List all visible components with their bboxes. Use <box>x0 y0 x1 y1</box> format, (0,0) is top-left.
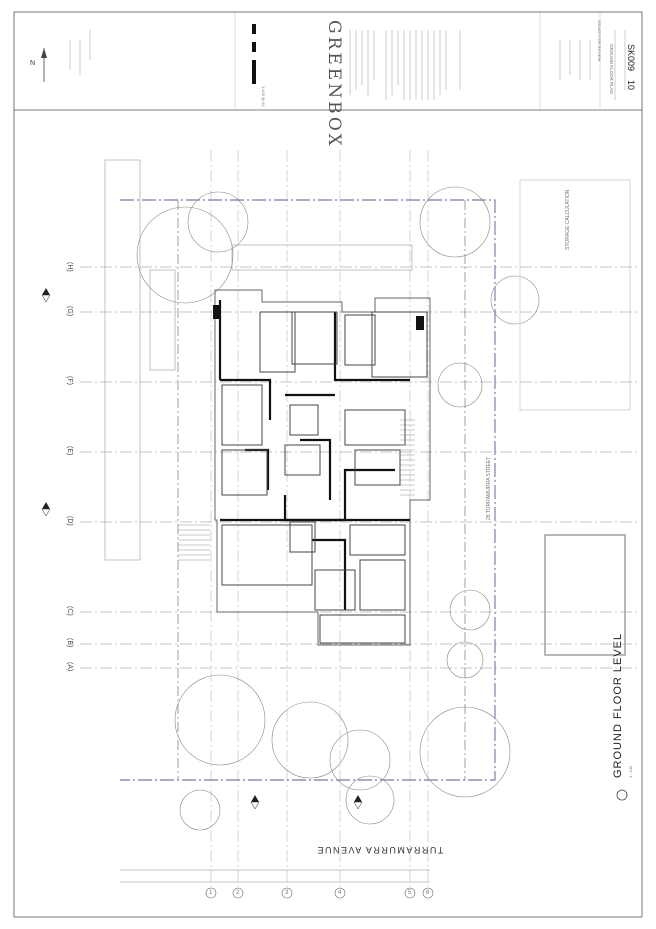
company-logo: GREENBOX <box>324 20 344 149</box>
grid-number-2: 2 <box>236 890 240 896</box>
grid-number-4: 4 <box>338 890 342 896</box>
grid-label-f: (F) <box>66 376 73 385</box>
grid-label-b: (B) <box>66 638 73 648</box>
grid-label-h: (H) <box>66 262 73 272</box>
grid-label-d: (D) <box>66 516 73 526</box>
street-name-bottom: TURRAMURRA AVENUE <box>316 845 444 855</box>
revision-number: 10 <box>626 80 636 91</box>
grid-number-3: 3 <box>285 890 289 896</box>
doc-status: ISSUED FOR REVIEW <box>597 20 602 62</box>
grid-label-c: (C) <box>66 606 73 616</box>
level-scale: 1 : 100 <box>628 765 633 778</box>
drawing-number: SK009 <box>626 44 636 72</box>
grid-label-e: (E) <box>66 446 73 456</box>
north-label: N <box>30 60 36 67</box>
storage-calc-title: STORAGE CALCULATION <box>565 189 571 250</box>
north-arrow-icon <box>41 48 47 82</box>
sheet-title: GROUND FLOOR PLAN <box>609 44 614 94</box>
grid-label-a: (A) <box>66 662 73 672</box>
grid-number-1: 1 <box>209 890 213 896</box>
scale-note: 1:100 @ A1 <box>261 86 266 107</box>
grid-label-g: (G) <box>66 306 73 317</box>
level-title: GROUND FLOOR LEVEL <box>612 632 624 778</box>
grid-number-5: 5 <box>408 890 412 896</box>
street-name-right: 28 TURRAMURRA STREET <box>486 456 492 520</box>
grid-number-6: 6 <box>426 890 430 896</box>
